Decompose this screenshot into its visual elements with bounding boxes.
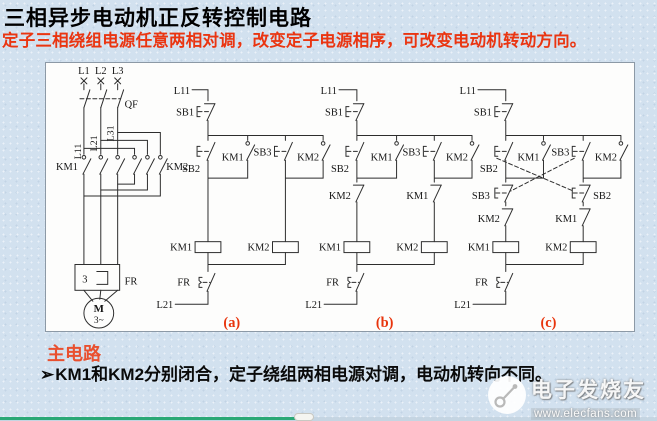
subtitle-text: 定子三相绕组电源任意两相对调，改变定子电源相序，可改变电动机转动方向。 <box>2 32 587 50</box>
watermark: 电子发烧友 www.elecfans.com <box>487 374 646 421</box>
watermark-brand: 电子发烧友 <box>531 379 646 402</box>
label-l21: L21 <box>454 300 471 311</box>
label-motor: M <box>94 303 104 315</box>
label-phase: 3~ <box>94 316 104 326</box>
heater-symbol <box>96 270 109 285</box>
label-km1-coil: KM1 <box>170 243 192 254</box>
caption-c: (c) <box>540 315 556 331</box>
label-l21-wire: L21 <box>89 135 100 151</box>
control-circuit-a: L11 SB1 SB2 KM1 SB3 KM2 KM1 KM2 FR L21 (… <box>156 86 331 331</box>
mech-linkage-dash <box>510 157 575 192</box>
note-line: ➢KM1和KM2分别闭合，定子绕组两相电源对调，电动机转向不同。 <box>40 360 552 385</box>
label-l1: L1 <box>78 66 90 77</box>
label-l2: L2 <box>95 66 107 77</box>
label-l11: L11 <box>321 86 337 97</box>
label-km1-coil: KM1 <box>468 243 490 254</box>
label-l11-wire: L11 <box>73 144 84 160</box>
label-km1-interlock: KM1 <box>555 214 577 225</box>
label-sb3-nc: SB3 <box>472 191 490 202</box>
control-circuit-c: L11 SB1 SB2 KM1 SB3 KM2 SB3 SB2 KM2 KM1 … <box>454 86 629 331</box>
label-l3: L3 <box>112 66 124 77</box>
mech-linkage-dash <box>496 157 574 192</box>
motor-symbol <box>83 297 115 329</box>
bullet-arrow-icon: ➢ <box>40 365 55 384</box>
label-km2: KM2 <box>166 162 188 173</box>
thermal-relay-box <box>74 264 121 291</box>
main-circuit-label: 主电路 <box>47 344 101 364</box>
label-sb3: SB3 <box>254 147 272 158</box>
watermark-text: 电子发烧友 www.elecfans.com <box>531 374 646 421</box>
watermark-url: www.elecfans.com <box>531 408 641 420</box>
label-km1-coil: KM1 <box>319 243 341 254</box>
caption-b: (b) <box>376 315 394 331</box>
label-l21: L21 <box>305 300 322 311</box>
progress-fill <box>0 417 298 420</box>
label-sb2: SB2 <box>331 164 349 175</box>
label-km1-contact: KM1 <box>222 152 244 163</box>
label-sb1: SB1 <box>176 108 194 119</box>
label-km2-contact: KM2 <box>446 152 468 163</box>
main-circuit: L1 L2 L3 QF L11 L21 L31 KM1 KM2 3 FR M 3… <box>56 66 188 329</box>
label-fr: FR <box>177 277 190 288</box>
label-fr: FR <box>475 277 488 288</box>
label-km1-interlock: KM1 <box>406 191 428 202</box>
label-sb3: SB3 <box>551 147 569 158</box>
note-text: KM1和KM2分别闭合，定子绕组两相电源对调，电动机转向不同。 <box>55 365 553 384</box>
label-sb2: SB2 <box>480 164 498 175</box>
label-sb3: SB3 <box>402 147 420 158</box>
video-progress-bar[interactable] <box>0 413 657 421</box>
label-l11: L11 <box>460 86 476 97</box>
label-km2-coil: KM2 <box>248 243 270 254</box>
label-l31-wire: L31 <box>106 125 117 141</box>
caption-a: (a) <box>223 315 240 331</box>
label-sb1: SB1 <box>325 108 343 119</box>
label-km1: KM1 <box>56 162 78 173</box>
label-km2-contact: KM2 <box>297 152 319 163</box>
elecfans-logo-icon <box>488 376 526 414</box>
label-km1-contact: KM1 <box>371 152 393 163</box>
label-km2-coil: KM2 <box>545 243 567 254</box>
label-sb2-nc: SB2 <box>593 191 611 202</box>
page-title: 三相异步电动机正反转控制电路 <box>4 7 312 30</box>
circuit-diagram: L1 L2 L3 QF L11 L21 L31 KM1 KM2 3 FR M 3… <box>56 66 629 331</box>
label-heaters: 3 <box>82 274 87 285</box>
label-km2-coil: KM2 <box>396 243 418 254</box>
label-fr: FR <box>326 277 339 288</box>
progress-handle[interactable] <box>294 413 314 421</box>
label-qf: QF <box>125 100 139 111</box>
label-km2-interlock: KM2 <box>478 214 500 225</box>
label-sb2: SB2 <box>182 164 200 175</box>
label-l21: L21 <box>156 300 173 311</box>
label-sb1: SB1 <box>474 108 492 119</box>
label-l11: L11 <box>174 86 190 97</box>
label-km2-interlock: KM2 <box>329 191 351 202</box>
control-circuit-b: L11 SB1 SB2 KM1 SB3 KM2 KM2 KM1 KM1 KM2 … <box>305 86 480 331</box>
label-km2-contact: KM2 <box>595 152 617 163</box>
circuit-panel: L1 L2 L3 QF L11 L21 L31 KM1 KM2 3 FR M 3… <box>45 62 635 332</box>
label-fr: FR <box>125 276 138 287</box>
label-km1-contact: KM1 <box>518 152 540 163</box>
